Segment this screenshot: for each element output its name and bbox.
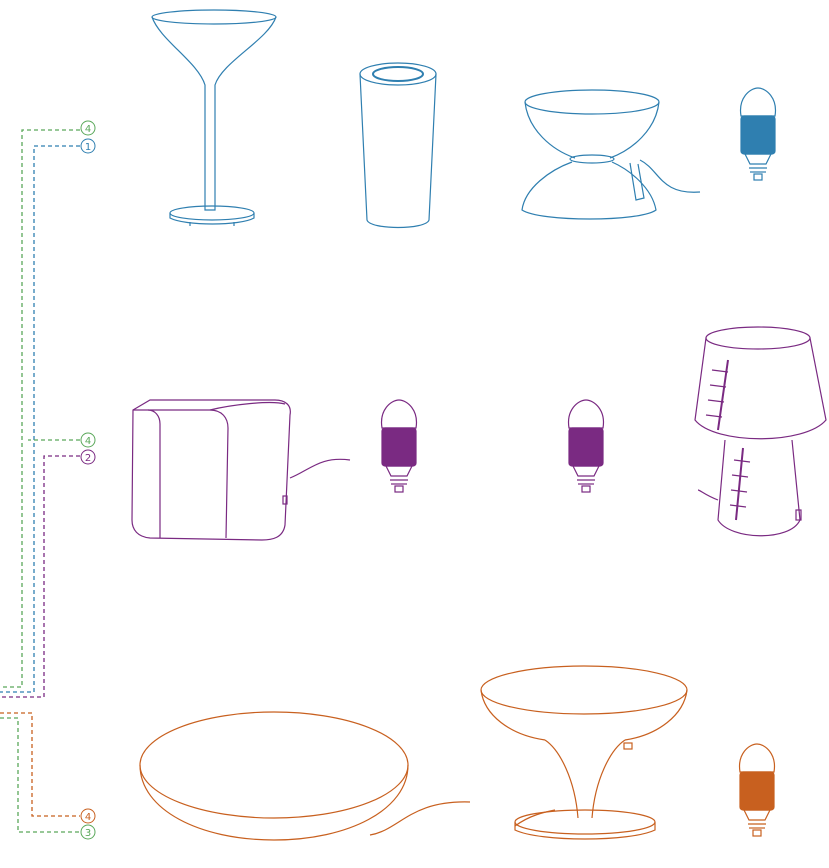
connector-line-top-green [0,130,80,687]
row-orange [140,666,774,840]
connector-number: 3 [85,828,91,839]
connector-line-top-blue [0,146,80,692]
connector-line-bottom-orange [0,713,80,816]
cylinder-lamp-icon [360,63,436,228]
connector-number: 4 [85,124,91,135]
table-lamp-icon [152,10,276,226]
led-bulb-icon [740,744,775,836]
connector-badge: 1 [81,139,95,153]
connector-lines [0,130,80,832]
connector-number: 4 [85,436,91,447]
mushroom-lamp-icon [481,666,687,839]
connector-badge: 4 [81,433,95,447]
connector-line-middle-purple [0,456,80,697]
connector-badge: 4 [81,809,95,823]
shade-lamp-icon [695,327,826,536]
dome-lamp-icon [140,712,470,840]
row-purple [132,327,826,540]
connector-line-bottom-green [0,718,80,832]
row-blue [152,10,775,228]
connector-badge: 3 [81,825,95,839]
bowl-lamp-icon [522,90,700,219]
led-bulb-icon [741,88,776,180]
connector-badge: 2 [81,450,95,464]
connector-badge: 4 [81,121,95,135]
cube-lamp-icon [132,400,350,540]
led-bulb-icon [569,400,604,492]
connector-number: 2 [85,453,91,464]
led-bulb-icon [382,400,417,492]
connector-number: 1 [85,142,91,153]
connector-badges: 4 1 4 2 4 3 [81,121,95,839]
connector-number: 4 [85,812,91,823]
